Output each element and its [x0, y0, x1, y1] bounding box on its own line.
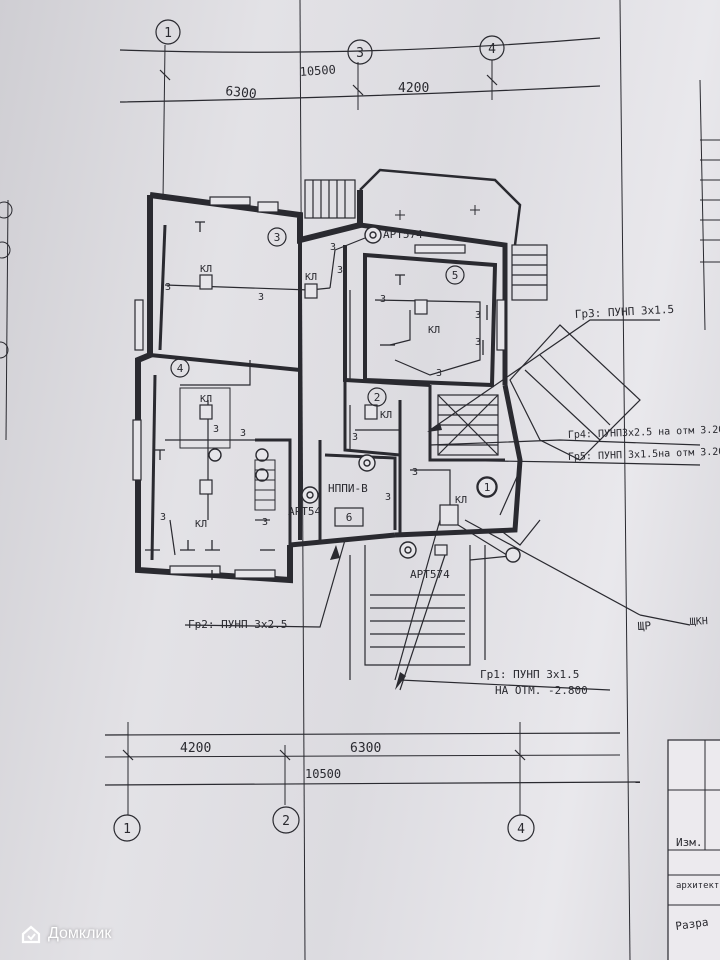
stair-inner — [437, 394, 499, 456]
axis-label-top-3: 3 — [356, 46, 364, 61]
windows — [132, 196, 506, 579]
wire-count: 3 — [337, 265, 343, 276]
room-marker-2 — [367, 387, 387, 407]
brand-watermark: Домклик — [20, 920, 111, 948]
axis-label-bottom-2: 2 — [282, 814, 290, 829]
axis-label-top-4: 4 — [488, 42, 496, 57]
room-number-1: 1 — [484, 481, 491, 494]
dim-top-left: 6300 — [225, 84, 258, 102]
left-partial-axis — [0, 201, 13, 219]
wire-count: 3 — [213, 424, 219, 435]
wire-count: 3 — [475, 310, 481, 321]
wire-count: 3 — [240, 428, 246, 439]
label-kl: КЛ — [305, 272, 317, 283]
wire-arrows — [330, 423, 442, 690]
axis-label-bottom-4: 4 — [517, 822, 525, 837]
label-kl: КЛ — [428, 325, 440, 336]
axis-marker-bottom-2 — [272, 806, 300, 834]
stair-top — [304, 179, 356, 219]
wire-count: 3 — [165, 282, 171, 293]
left-partial-axis — [0, 341, 9, 359]
label-kl: КЛ — [200, 264, 212, 275]
room-marker-5 — [445, 265, 465, 285]
room-number-6: 6 — [346, 511, 353, 524]
switch-boxes — [199, 274, 459, 556]
label-apt-bottom: АРТ574 — [410, 568, 450, 581]
axis-marker-bottom-4 — [507, 814, 535, 842]
circuit-label-gr3: Гр3: ПУНП 3х1.5 — [574, 303, 674, 321]
dim-top-total: 10500 — [299, 63, 336, 79]
top-dimension-lines — [119, 37, 601, 201]
wire-count: 3 — [352, 432, 358, 443]
stair-right — [509, 244, 641, 461]
dim-bottom-total: 10500 — [305, 767, 341, 781]
axis-label-bottom-1: 1 — [123, 822, 131, 837]
label-apt-mid: АРТ54 — [288, 505, 321, 518]
circuit-label-gr4: Гр4: ПУНП3х2.5 на отм 3.20 — [568, 425, 720, 441]
room-number-5: 5 — [452, 269, 459, 282]
shield-sub-label: ЩКН — [690, 616, 709, 628]
label-kl: КЛ — [200, 394, 212, 405]
bottom-dimension-lines — [104, 722, 641, 815]
room-number-3: 3 — [274, 231, 281, 244]
axis-marker-top-3 — [347, 39, 373, 65]
wire-count: 3 — [412, 467, 418, 478]
wiring — [164, 237, 701, 691]
wire-count: 3 — [380, 294, 386, 305]
label-kl: КЛ — [380, 410, 392, 421]
room-marker-3 — [267, 227, 287, 247]
dim-bottom-left: 4200 — [180, 741, 211, 756]
room-marker-1 — [477, 477, 497, 497]
interior-grid — [179, 205, 480, 511]
circuit-label-gr5: Гр5: ПУНП 3х1.5на отм 3.20 — [568, 447, 720, 463]
wire-count: 3 — [262, 517, 268, 528]
edge-table-line — [699, 79, 706, 331]
room-number-2: 2 — [374, 391, 381, 404]
lamp-symbols — [145, 221, 488, 580]
house-logo-icon — [21, 925, 41, 944]
circuit-label-gr1: Гр1: ПУНП 3х1.5 — [480, 668, 579, 681]
axis-marker-bottom-1 — [113, 814, 141, 842]
axis-label-top-1: 1 — [164, 26, 172, 41]
stamp-izm: Изм. — [676, 836, 703, 849]
dim-top-right: 4200 — [398, 81, 429, 96]
stamp-razr: Разра — [675, 915, 710, 932]
room-marker-6 — [334, 507, 364, 527]
stair-bottom — [349, 545, 486, 680]
left-partial-axis — [0, 241, 11, 259]
stamp-arch: архитект — [676, 881, 719, 891]
wire-count: 3 — [258, 292, 264, 303]
label-ppi: НППИ-В — [328, 482, 368, 495]
axis-marker-top-4 — [479, 35, 505, 61]
fold-line-left — [299, 0, 306, 960]
shield-label: ЩР — [637, 619, 651, 633]
label-apt-top: АРТ574 — [383, 228, 423, 241]
wire-count: 3 — [160, 512, 166, 523]
circuit-label-gr1-level: НА ОТМ. -2.800 — [495, 684, 588, 697]
dim-bottom-right: 6300 — [350, 741, 381, 756]
wire-count: 3 — [385, 492, 391, 503]
circuit-label-gr2: Гр2: ПУНП 3х2.5 — [188, 618, 287, 631]
fold-line-right — [619, 0, 631, 960]
junction-devices — [208, 226, 521, 563]
label-kl: КЛ — [195, 519, 207, 530]
room-marker-4 — [170, 358, 190, 378]
axis-marker-top-1 — [155, 19, 181, 45]
wire-count: 3 — [436, 368, 442, 379]
wire-count: 3 — [330, 242, 336, 253]
left-partial-line — [5, 199, 9, 441]
room-number-4: 4 — [177, 362, 184, 375]
wire-count: 3 — [475, 337, 481, 348]
label-kl: КЛ — [455, 495, 467, 506]
brand-name: Домклик — [48, 925, 112, 942]
